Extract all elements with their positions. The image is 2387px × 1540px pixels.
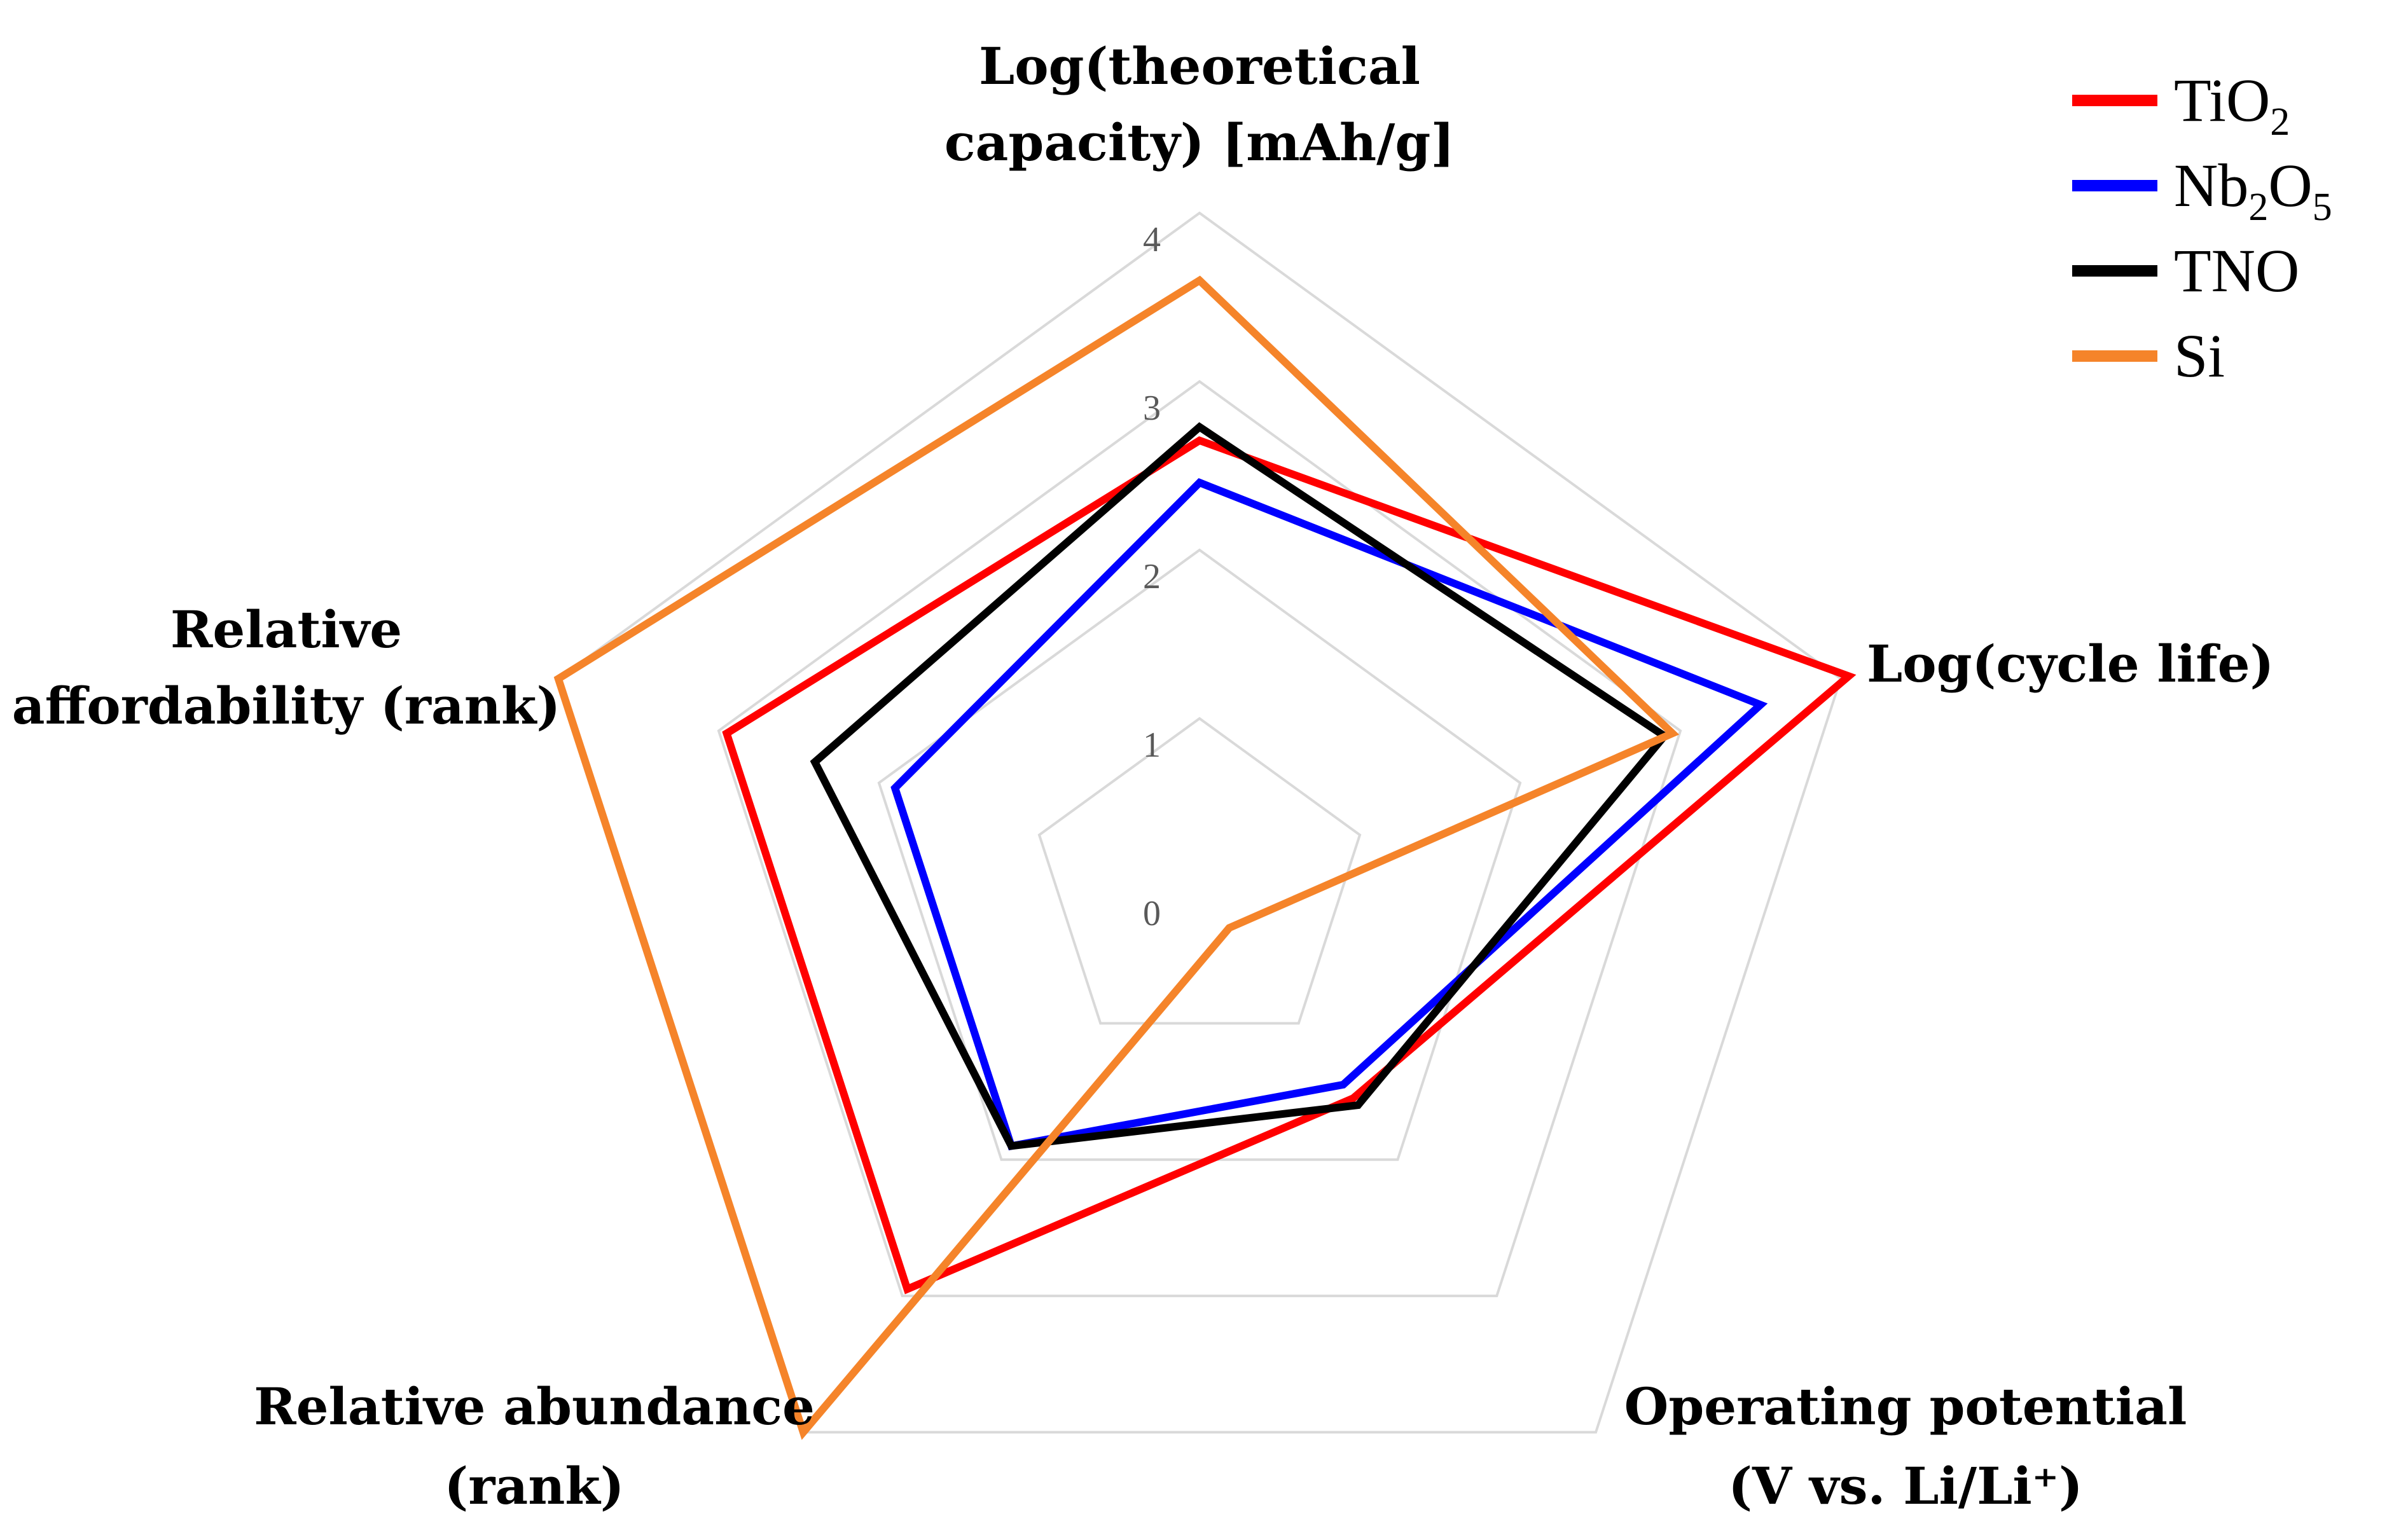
grid-rings [557,211,1843,1434]
tick-labels: 0 1 2 3 4 [1143,220,1161,933]
grid-ring-4 [557,211,1843,1434]
axis-label-line: Relative abundance [254,1377,815,1436]
axis-label-1: Log(cycle life) [1867,634,2274,694]
axis-label-line: Log(theoretical [979,36,1420,96]
legend-subscript: 2 [2248,186,2268,229]
series-polygons [553,275,1857,1440]
legend-subscript: 2 [2270,100,2290,144]
axis-label-line: affordability (rank) [12,676,560,736]
axis-label-line: (V vs. Li/Li⁺) [1728,1456,2083,1516]
grid-ring-3 [717,380,1682,1298]
tick-label: 4 [1143,220,1161,259]
series-line-tno [810,422,1670,1150]
series-line-nb2o5 [890,478,1768,1151]
legend-label-nb2o5: Nb2O5 [2174,151,2332,229]
tick-label: 2 [1143,557,1161,596]
grid-ring-2 [877,548,1522,1161]
tick-label: 0 [1143,894,1161,933]
legend-text: TNO [2174,237,2299,305]
axis-label-0: Log(theoretical capacity) [mAh/g] [944,36,1455,172]
legend-text: Nb [2174,151,2248,219]
legend-label-si: Si [2174,322,2225,390]
series-line-tio2 [722,436,1857,1295]
legend-text: Si [2174,322,2225,390]
tick-label: 3 [1143,388,1161,428]
axis-label-line: Operating potential [1624,1377,2187,1436]
legend-text: O [2268,151,2312,219]
legend-subscript: 5 [2313,186,2332,229]
tick-label: 1 [1143,725,1161,765]
legend-label-tio2: TiO2 [2174,66,2290,144]
grid-ring-1 [1037,717,1362,1025]
axis-label-4: Relative affordability (rank) [12,600,560,736]
axis-label-2: Operating potential (V vs. Li/Li⁺) [1624,1377,2187,1516]
axis-label-3: Relative abundance (rank) [254,1377,815,1516]
legend-label-tno: TNO [2174,237,2299,305]
axis-label-line: capacity) [mAh/g] [944,113,1455,172]
series-line-si [553,275,1680,1440]
legend-text: TiO [2174,66,2270,134]
axis-label-line: Log(cycle life) [1867,634,2274,694]
axis-label-line: Relative [170,600,402,659]
axis-label-line: (rank) [444,1456,624,1516]
axis-labels: Log(theoretical capacity) [mAh/g] Log(cycl… [12,36,2274,1516]
